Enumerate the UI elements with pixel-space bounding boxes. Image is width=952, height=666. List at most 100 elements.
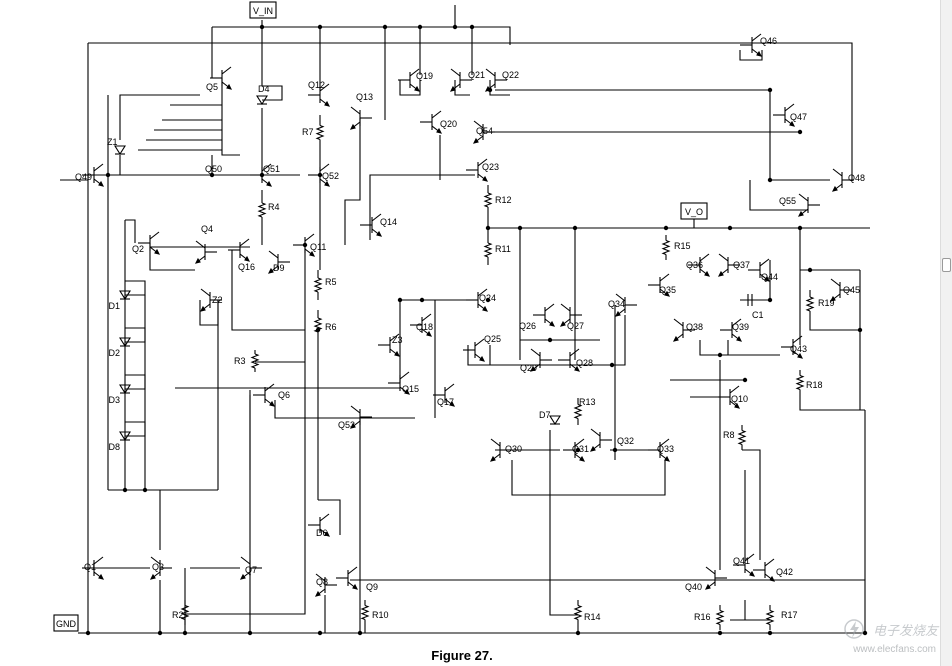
transistor-q33 bbox=[648, 438, 671, 462]
transistor-q9 bbox=[336, 566, 359, 590]
junction-dot bbox=[157, 630, 163, 636]
diode-d7 bbox=[549, 415, 561, 426]
junction-dot bbox=[767, 87, 773, 93]
transistor-q15 bbox=[388, 371, 411, 395]
transistor-q43 bbox=[781, 335, 804, 359]
label-q10: Q10 bbox=[731, 394, 748, 404]
label-q3: Q3 bbox=[152, 562, 164, 572]
transistor-q39 bbox=[720, 318, 743, 342]
label-q12: Q12 bbox=[308, 80, 325, 90]
transistor-q27 bbox=[559, 303, 582, 327]
transistor-q38 bbox=[672, 318, 695, 342]
wire bbox=[318, 499, 341, 535]
transistor-q46 bbox=[740, 33, 763, 57]
label-q41: Q41 bbox=[733, 556, 750, 566]
transistor-q51 bbox=[250, 163, 273, 187]
transistor-q30 bbox=[489, 438, 512, 462]
capacitor-c1 bbox=[747, 294, 753, 306]
junction-dot bbox=[575, 447, 581, 453]
resistor-r5 bbox=[313, 270, 323, 300]
wire bbox=[231, 250, 305, 331]
diode-d2 bbox=[119, 337, 131, 348]
transistor-q24 bbox=[466, 288, 489, 312]
terminal-vo bbox=[680, 202, 708, 220]
label-r3: R3 bbox=[234, 356, 246, 366]
label-q44: Q44 bbox=[761, 272, 778, 282]
label-d4: D4 bbox=[258, 84, 270, 94]
transistor-q41 bbox=[733, 553, 756, 577]
label-q48: Q48 bbox=[848, 173, 865, 183]
label-q37: Q37 bbox=[733, 260, 750, 270]
watermark-logo: 电子发烧友 bbox=[843, 618, 938, 640]
junction-dot bbox=[317, 630, 323, 636]
label-r13: R13 bbox=[579, 397, 596, 407]
transistor-q54 bbox=[472, 120, 495, 144]
transistor-q1 bbox=[82, 556, 105, 580]
label-r17: R17 bbox=[781, 610, 798, 620]
junction-dot bbox=[547, 337, 553, 343]
transistor-q21 bbox=[449, 68, 472, 92]
vertical-scrollbar[interactable] bbox=[940, 0, 952, 666]
transistor-q3 bbox=[149, 556, 172, 580]
junction-dot bbox=[767, 177, 773, 183]
transistor-q8 bbox=[314, 573, 337, 597]
label-q8: Q8 bbox=[316, 577, 328, 587]
junction-dot bbox=[317, 24, 323, 30]
transistor-q12 bbox=[308, 83, 331, 107]
resistor-r16 bbox=[715, 605, 725, 630]
label-q55: Q55 bbox=[779, 196, 796, 206]
transistor-q47 bbox=[773, 103, 796, 127]
label-d9: D9 bbox=[273, 263, 285, 273]
transistor-z3 bbox=[378, 333, 401, 357]
wire bbox=[369, 174, 475, 240]
diode-d1 bbox=[119, 290, 131, 301]
junction-dot bbox=[142, 487, 148, 493]
junction-dot bbox=[105, 172, 111, 178]
wire bbox=[399, 80, 421, 96]
transistor-q29 bbox=[529, 348, 552, 372]
junction-dot bbox=[357, 630, 363, 636]
label-d3: D3 bbox=[108, 395, 120, 405]
label-q19: Q19 bbox=[416, 71, 433, 81]
wire bbox=[699, 340, 780, 356]
wire bbox=[467, 345, 491, 366]
wire bbox=[809, 318, 860, 331]
label-z3: Z3 bbox=[392, 335, 403, 345]
junction-dot bbox=[485, 225, 491, 231]
junction-dot bbox=[122, 487, 128, 493]
watermark-url: www.elecfans.com bbox=[853, 644, 936, 655]
transistor-q48 bbox=[831, 168, 854, 192]
scrollbar-thumb[interactable] bbox=[942, 258, 951, 272]
label-q39: Q39 bbox=[732, 322, 749, 332]
resistor-r10 bbox=[360, 600, 370, 625]
wire bbox=[549, 430, 578, 616]
label-r15: R15 bbox=[674, 241, 691, 251]
resistor-r13 bbox=[573, 398, 583, 425]
label-r19: R19 bbox=[818, 298, 835, 308]
label-q4: Q4 bbox=[201, 224, 213, 234]
transistor-q11 bbox=[293, 233, 316, 257]
wire bbox=[344, 118, 361, 245]
diode-d3 bbox=[119, 384, 131, 395]
label-r11: R11 bbox=[495, 244, 511, 254]
transistor-q14 bbox=[360, 213, 383, 237]
label-q33: Q33 bbox=[657, 444, 674, 454]
label-q29: Q29 bbox=[520, 363, 537, 373]
label-q49: Q49 bbox=[75, 172, 92, 182]
transistor-q18 bbox=[410, 313, 433, 337]
label-q5: Q5 bbox=[206, 82, 218, 92]
label-q53: Q53 bbox=[338, 420, 355, 430]
terminal-vo-label: V_O bbox=[685, 207, 703, 217]
label-q21: Q21 bbox=[468, 70, 485, 80]
label-r4: R4 bbox=[268, 202, 280, 212]
junction-dot bbox=[517, 225, 523, 231]
wire bbox=[739, 50, 763, 61]
junction-dot bbox=[609, 362, 615, 368]
diode-d4 bbox=[256, 95, 268, 106]
resistor-r17 bbox=[765, 605, 775, 630]
junction-dot bbox=[807, 267, 813, 273]
transistor-q23 bbox=[466, 158, 489, 182]
wire bbox=[749, 180, 808, 211]
label-q11: Q11 bbox=[310, 242, 326, 252]
resistor-r2 bbox=[180, 600, 190, 625]
